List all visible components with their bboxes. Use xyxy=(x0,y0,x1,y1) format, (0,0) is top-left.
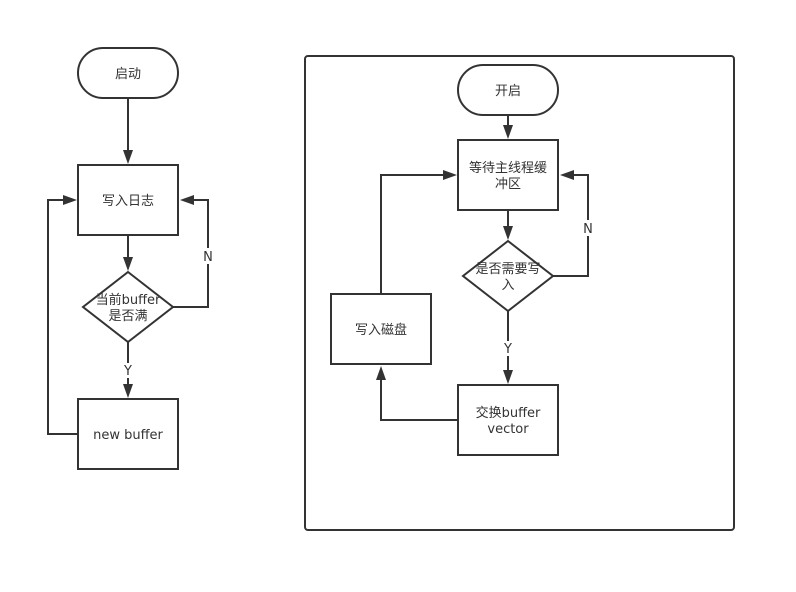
right-no-label: N xyxy=(583,222,593,237)
wait-main-thread-label-line1: 等待主线程缓 xyxy=(469,160,547,176)
arrowhead xyxy=(503,226,513,240)
write-log-label: 写入日志 xyxy=(102,194,154,209)
arrowhead xyxy=(123,257,133,271)
left-yes-label: Y xyxy=(123,364,132,379)
wait-main-thread-label-line2: 冲区 xyxy=(495,177,521,192)
right-start-node xyxy=(457,64,559,116)
need-write-node xyxy=(461,239,555,313)
left-start-label: 启动 xyxy=(115,67,141,82)
need-write-label-line2: 入 xyxy=(501,278,514,293)
label-mask xyxy=(120,363,136,378)
label-mask xyxy=(500,341,516,356)
swap-buffer-label-line1: 交换buffer xyxy=(476,405,541,421)
check-buffer-full-node xyxy=(81,270,175,344)
label-mask xyxy=(200,248,216,264)
arrowhead xyxy=(560,170,574,180)
write-log-node xyxy=(77,164,179,236)
edge-write-disk-to-wait xyxy=(380,174,444,294)
right-yes-label: Y xyxy=(503,342,512,357)
need-write-label-line1: 是否需要写 xyxy=(475,262,540,277)
arrowhead xyxy=(376,366,386,380)
new-buffer-label: new buffer xyxy=(93,428,163,443)
label-mask xyxy=(580,220,596,236)
edge-swap-to-write-disk xyxy=(380,378,458,421)
arrowhead xyxy=(443,170,457,180)
check-buffer-full-label-line1: 当前buffer xyxy=(96,292,161,308)
left-no-label: N xyxy=(203,250,213,265)
right-start-label: 开启 xyxy=(495,84,521,99)
arrowhead xyxy=(63,195,77,205)
arrowhead xyxy=(123,150,133,164)
arrowhead xyxy=(503,125,513,139)
swap-buffer-node xyxy=(457,384,559,456)
arrowhead xyxy=(180,195,194,205)
write-disk-node xyxy=(330,293,432,365)
left-start-node xyxy=(77,47,179,99)
new-buffer-node xyxy=(77,398,179,470)
edge-new-buffer-loop xyxy=(47,199,78,435)
arrowhead xyxy=(503,370,513,384)
arrowhead xyxy=(123,384,133,398)
wait-main-thread-node xyxy=(457,139,559,211)
swap-buffer-label-line2: vector xyxy=(487,422,529,437)
right-flow-container xyxy=(304,55,735,531)
check-buffer-full-label-line2: 是否满 xyxy=(108,309,147,324)
write-disk-label: 写入磁盘 xyxy=(355,322,407,338)
